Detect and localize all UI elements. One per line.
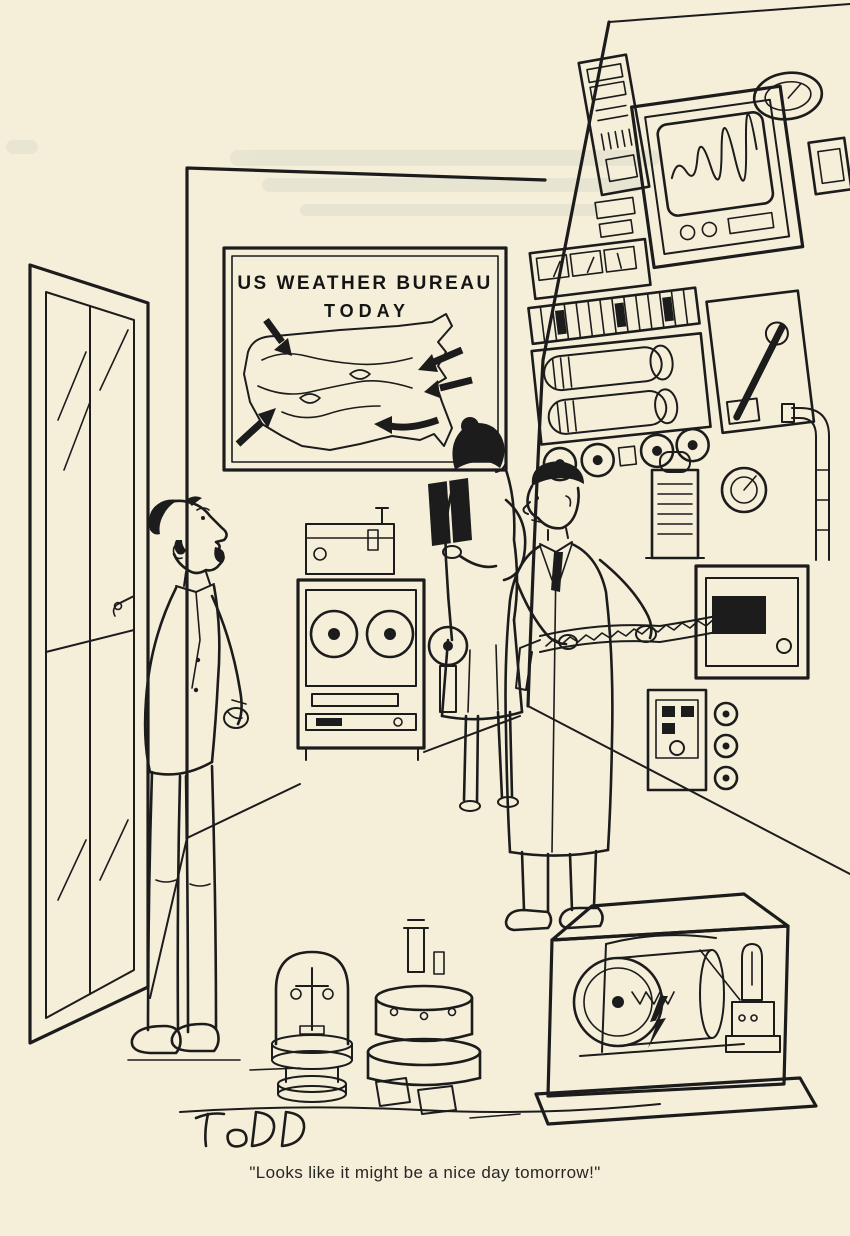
drum-recorder-case <box>534 892 818 1126</box>
shoe <box>170 1022 220 1053</box>
cylinder-panel <box>530 331 712 446</box>
room-walls <box>149 166 547 999</box>
map-subtitle: TODAY <box>324 301 410 321</box>
handset-tower <box>645 451 705 560</box>
wall-pipe <box>781 403 830 561</box>
window-glare <box>57 329 129 901</box>
artist-signature <box>194 1110 306 1148</box>
hair-back <box>149 499 178 535</box>
hair <box>531 461 584 486</box>
instrument-wall <box>526 3 850 875</box>
hair-bun <box>461 417 479 435</box>
hair <box>452 423 505 470</box>
scan-smudges <box>6 140 660 216</box>
scientist-left <box>127 496 249 1061</box>
knob-column <box>713 701 739 791</box>
shoe <box>558 906 604 930</box>
chart-strip <box>515 605 763 691</box>
us-outline <box>243 313 453 451</box>
open-mouth <box>214 547 225 563</box>
bell-jar-instrument <box>271 950 353 1103</box>
clasped-hands <box>223 707 249 729</box>
cylinder-instrument <box>366 919 482 1115</box>
pen-arm <box>648 996 668 1048</box>
zigzag-trace <box>545 614 747 647</box>
shoe <box>504 908 553 932</box>
scientist-right <box>504 461 763 932</box>
window-latch <box>112 595 135 617</box>
knob-row <box>542 427 710 482</box>
recording-drum <box>572 934 745 1057</box>
key-row-panel <box>527 286 701 346</box>
oval-meter <box>752 71 824 121</box>
necktie <box>551 552 563 592</box>
weather-map: US WEATHER BUREAU TODAY <box>222 246 508 472</box>
map-title: US WEATHER BUREAU <box>237 273 492 294</box>
round-gauge <box>720 466 768 514</box>
switch-panel <box>646 688 708 792</box>
chart-output-machine <box>694 564 810 680</box>
ground-lines <box>179 1067 661 1119</box>
oscilloscope <box>629 84 805 270</box>
window <box>28 263 150 1045</box>
tool-panel <box>705 289 816 435</box>
meter-strip <box>528 237 652 301</box>
cartoon-caption: "Looks like it might be a nice day tomor… <box>249 1163 601 1182</box>
panel-vertical-meters <box>577 53 651 197</box>
wind-arrows <box>235 317 473 447</box>
case-lamp <box>725 943 781 1053</box>
scientist-woman <box>428 417 527 812</box>
tape-cabinet <box>296 507 426 761</box>
shoe <box>130 1024 182 1055</box>
